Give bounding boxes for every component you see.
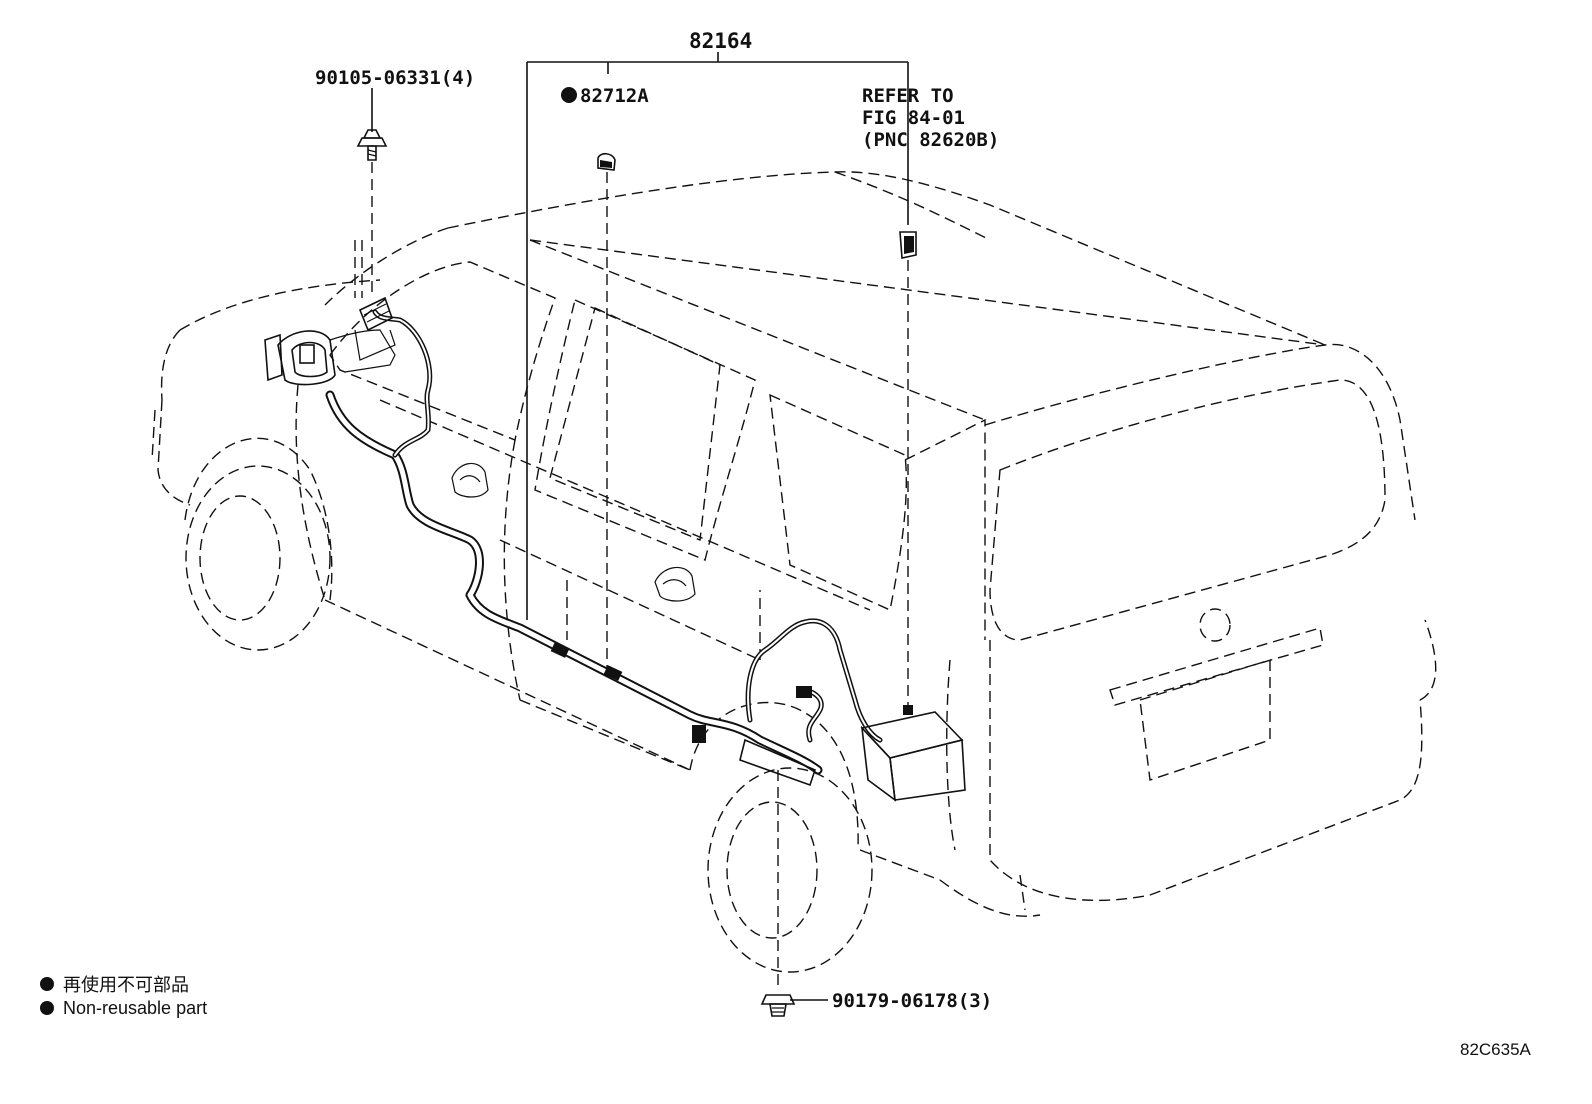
label-82164: 82164 — [689, 29, 752, 53]
label-refer-pnc: (PNC 82620B) — [862, 129, 999, 151]
label-clip-90179: 90179-06178(3) — [832, 990, 992, 1012]
mirror-connector — [354, 296, 396, 361]
label-refer-fig: FIG 84-01 — [862, 107, 965, 129]
label-refer-to: REFER TO — [862, 85, 954, 107]
legend: 再使用不可部品 Non-reusable part — [40, 975, 207, 1018]
label-bolt-90105: 90105-06331(4) — [315, 67, 475, 89]
leader-lines — [354, 52, 909, 1001]
label-82712A: 82712A — [580, 85, 649, 107]
non-reusable-marker-icon — [561, 87, 577, 103]
clip-90179-icon — [760, 994, 796, 1017]
connector-82620B-icon — [899, 231, 917, 259]
legend-marker-icon — [40, 1001, 54, 1015]
clamp-82712A-icon — [597, 152, 616, 171]
wire-harness-82164 — [325, 309, 883, 787]
vehicle-outline — [151, 171, 1437, 973]
bolt-90105-icon — [356, 129, 388, 161]
rear-component-box — [860, 705, 966, 802]
side-mirror — [264, 329, 396, 386]
legend-marker-icon — [40, 977, 54, 991]
door-handle-rear — [654, 566, 696, 602]
legend-en: Non-reusable part — [63, 998, 207, 1018]
door-handle-front — [451, 462, 489, 498]
figure-code: 82C635A — [1460, 1040, 1532, 1059]
legend-jp: 再使用不可部品 — [63, 975, 189, 995]
